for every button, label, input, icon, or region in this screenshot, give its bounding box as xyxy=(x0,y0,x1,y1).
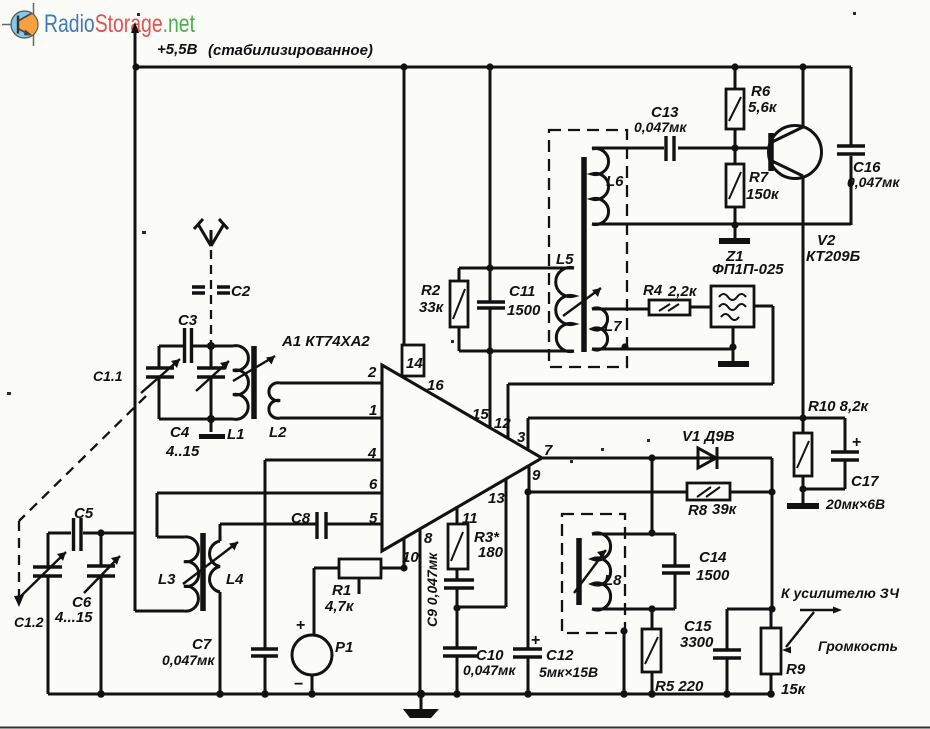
svg-text:3300: 3300 xyxy=(680,634,714,651)
svg-text:39к: 39к xyxy=(712,501,738,518)
svg-text:1: 1 xyxy=(369,402,377,419)
svg-text:0,047мк: 0,047мк xyxy=(634,119,687,135)
svg-text:(стабилизированное): (стабилизированное) xyxy=(208,42,373,59)
svg-text:180: 180 xyxy=(478,544,504,561)
svg-text:C13: C13 xyxy=(651,104,679,121)
svg-text:C1.1: C1.1 xyxy=(93,368,123,384)
svg-text:4..15: 4..15 xyxy=(165,443,200,460)
svg-text:С9 0,047мк: С9 0,047мк xyxy=(424,552,440,627)
svg-text:15: 15 xyxy=(472,406,489,423)
svg-text:Z1: Z1 xyxy=(725,248,744,265)
svg-text:C12: C12 xyxy=(546,647,574,664)
svg-text:5: 5 xyxy=(369,510,378,527)
svg-text:R6: R6 xyxy=(751,83,771,100)
svg-text:C6: C6 xyxy=(72,594,92,611)
svg-text:16: 16 xyxy=(427,377,444,394)
svg-text:20мк×6В: 20мк×6В xyxy=(825,496,885,512)
svg-text:R10 8,2к: R10 8,2к xyxy=(808,398,870,415)
svg-text:11: 11 xyxy=(462,510,478,527)
svg-text:К усилителю ЗЧ: К усилителю ЗЧ xyxy=(781,585,900,601)
svg-text:0,047мк: 0,047мк xyxy=(463,662,516,678)
svg-text:C1.2: C1.2 xyxy=(14,614,44,630)
svg-text:0,047мк: 0,047мк xyxy=(162,652,215,668)
svg-text:R4: R4 xyxy=(643,282,663,299)
svg-text:5,6к: 5,6к xyxy=(748,99,778,116)
svg-text:4...15: 4...15 xyxy=(54,609,93,626)
svg-text:L2: L2 xyxy=(269,424,287,441)
svg-text:5мк×15В: 5мк×15В xyxy=(539,664,598,680)
svg-text:13: 13 xyxy=(488,490,505,507)
svg-text:15к: 15к xyxy=(781,681,807,698)
svg-text:Громкость: Громкость xyxy=(818,638,898,654)
svg-text:R8: R8 xyxy=(688,502,708,519)
svg-text:C5: C5 xyxy=(74,505,94,522)
svg-text:C3: C3 xyxy=(178,312,198,329)
svg-text:V2: V2 xyxy=(817,232,836,249)
svg-text:C8: C8 xyxy=(291,510,311,527)
svg-text:2: 2 xyxy=(367,364,377,381)
svg-text:C10: C10 xyxy=(476,647,504,664)
svg-text:V1 Д9В: V1 Д9В xyxy=(682,428,735,445)
svg-text:RadioStorage.net: RadioStorage.net xyxy=(44,10,195,38)
svg-text:R3*: R3* xyxy=(474,529,500,546)
svg-text:C16: C16 xyxy=(853,159,881,176)
svg-text:14: 14 xyxy=(406,355,423,372)
svg-text:6: 6 xyxy=(369,476,378,493)
svg-text:R1: R1 xyxy=(332,582,351,599)
svg-text:0,047мк: 0,047мк xyxy=(847,174,900,190)
svg-text:+: + xyxy=(531,632,540,649)
svg-text:C11: C11 xyxy=(509,283,535,300)
svg-text:3: 3 xyxy=(517,429,526,446)
svg-text:L5: L5 xyxy=(556,251,574,268)
svg-text:А1 КТ74ХА2: А1 КТ74ХА2 xyxy=(281,333,370,350)
svg-text:R9: R9 xyxy=(786,661,806,678)
svg-text:R2: R2 xyxy=(421,282,441,299)
svg-text:4: 4 xyxy=(367,445,377,462)
svg-text:2,2к: 2,2к xyxy=(667,283,698,300)
svg-text:C4: C4 xyxy=(170,424,190,441)
svg-text:C17: C17 xyxy=(851,473,879,490)
svg-text:7: 7 xyxy=(544,442,553,459)
svg-text:P1: P1 xyxy=(335,639,353,656)
svg-text:1500: 1500 xyxy=(696,567,730,584)
svg-text:C2: C2 xyxy=(231,283,251,300)
svg-text:8: 8 xyxy=(424,530,433,547)
svg-text:10: 10 xyxy=(402,549,419,566)
svg-text:9: 9 xyxy=(532,467,541,484)
svg-text:ФП1П-025: ФП1П-025 xyxy=(712,261,784,278)
svg-text:КТ209Б: КТ209Б xyxy=(806,248,861,265)
svg-text:L3: L3 xyxy=(158,571,176,588)
svg-text:L7: L7 xyxy=(604,318,622,335)
svg-text:L1: L1 xyxy=(227,426,245,443)
svg-text:C14: C14 xyxy=(699,549,727,566)
svg-text:R7: R7 xyxy=(749,169,769,186)
svg-text:C15: C15 xyxy=(684,618,712,635)
svg-text:L6: L6 xyxy=(606,173,624,190)
svg-text:L8: L8 xyxy=(604,572,622,589)
svg-text:C7: C7 xyxy=(192,636,212,653)
svg-text:33к: 33к xyxy=(419,299,445,316)
svg-text:150к: 150к xyxy=(746,186,780,203)
svg-text:+: + xyxy=(296,617,305,634)
svg-text:12: 12 xyxy=(494,415,511,432)
svg-text:1500: 1500 xyxy=(507,302,541,319)
svg-text:R5 220: R5 220 xyxy=(655,678,704,695)
svg-text:+5,5В: +5,5В xyxy=(157,41,198,58)
svg-text:L4: L4 xyxy=(226,571,244,588)
svg-text:4,7к: 4,7к xyxy=(324,598,355,615)
svg-text:+: + xyxy=(852,434,861,451)
svg-text:−: − xyxy=(294,676,303,693)
